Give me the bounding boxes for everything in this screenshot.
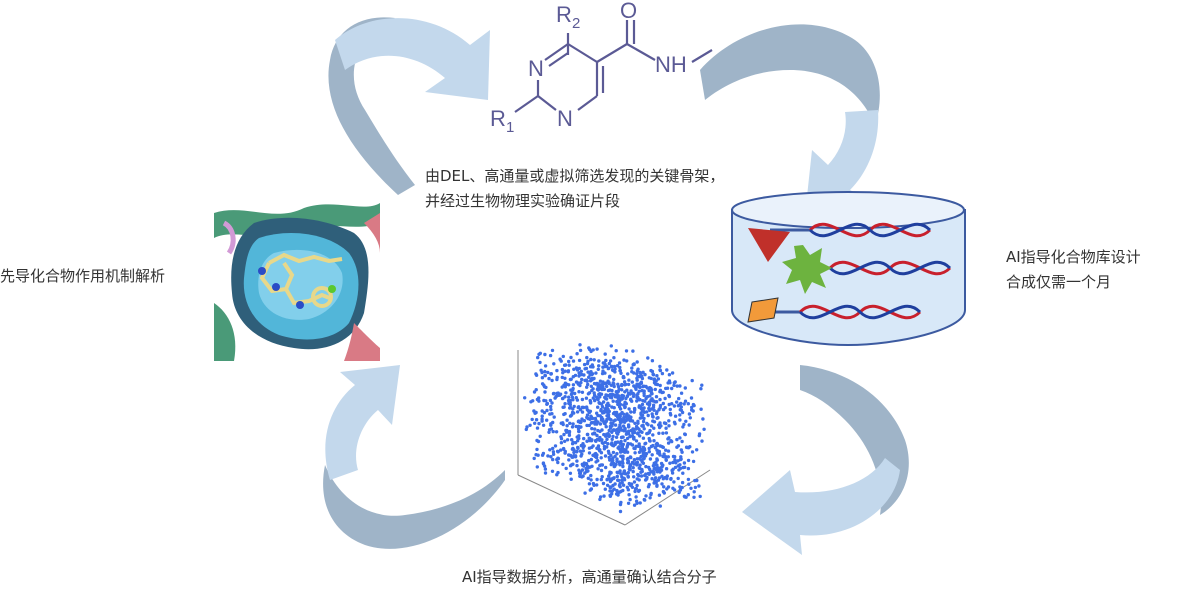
arrow-top-left — [328, 17, 490, 195]
scaffold-caption-line1: 由DEL、高通量或虚拟筛选发现的关键骨架， — [425, 167, 725, 185]
scatter-points — [523, 343, 706, 514]
ligand-bonds — [259, 252, 343, 308]
arrow-bottom-right — [742, 365, 909, 555]
library-caption-line2: 合成仅需一个月 — [1006, 273, 1112, 291]
n-top-label: N — [528, 56, 544, 81]
triangle-block-icon — [748, 228, 790, 262]
3d-scatter-plot-image — [510, 340, 725, 530]
nh-label: NH — [655, 52, 687, 77]
r1-label: R — [490, 106, 506, 131]
arrow-top-right — [700, 24, 880, 215]
r2-subscript: 2 — [572, 15, 580, 32]
star-block-icon — [782, 245, 832, 294]
scaffold-caption: 由DEL、高通量或虚拟筛选发现的关键骨架， 并经过生物物理实验确证片段 — [425, 164, 724, 214]
n-bottom-label: N — [557, 106, 573, 131]
mechanism-caption: 先导化合物作用机制解析 — [0, 267, 166, 285]
oxygen-label: O — [620, 0, 637, 23]
protein-pocket-image — [214, 203, 380, 361]
square-block-icon — [747, 297, 779, 323]
r2-label: R — [556, 2, 572, 27]
molecule-bonds — [514, 20, 713, 113]
library-caption-line1: AI指导化合物库设计 — [1006, 248, 1141, 266]
scaffold-caption-line2: 并经过生物物理实验确证片段 — [425, 192, 621, 210]
dna-strands — [770, 222, 952, 320]
library-caption: AI指导化合物库设计 合成仅需一个月 — [1006, 245, 1141, 295]
arrow-bottom-left — [323, 365, 505, 549]
analysis-caption: AI指导数据分析，高通量确认结合分子 — [462, 568, 717, 586]
r1-subscript: 1 — [506, 119, 514, 136]
